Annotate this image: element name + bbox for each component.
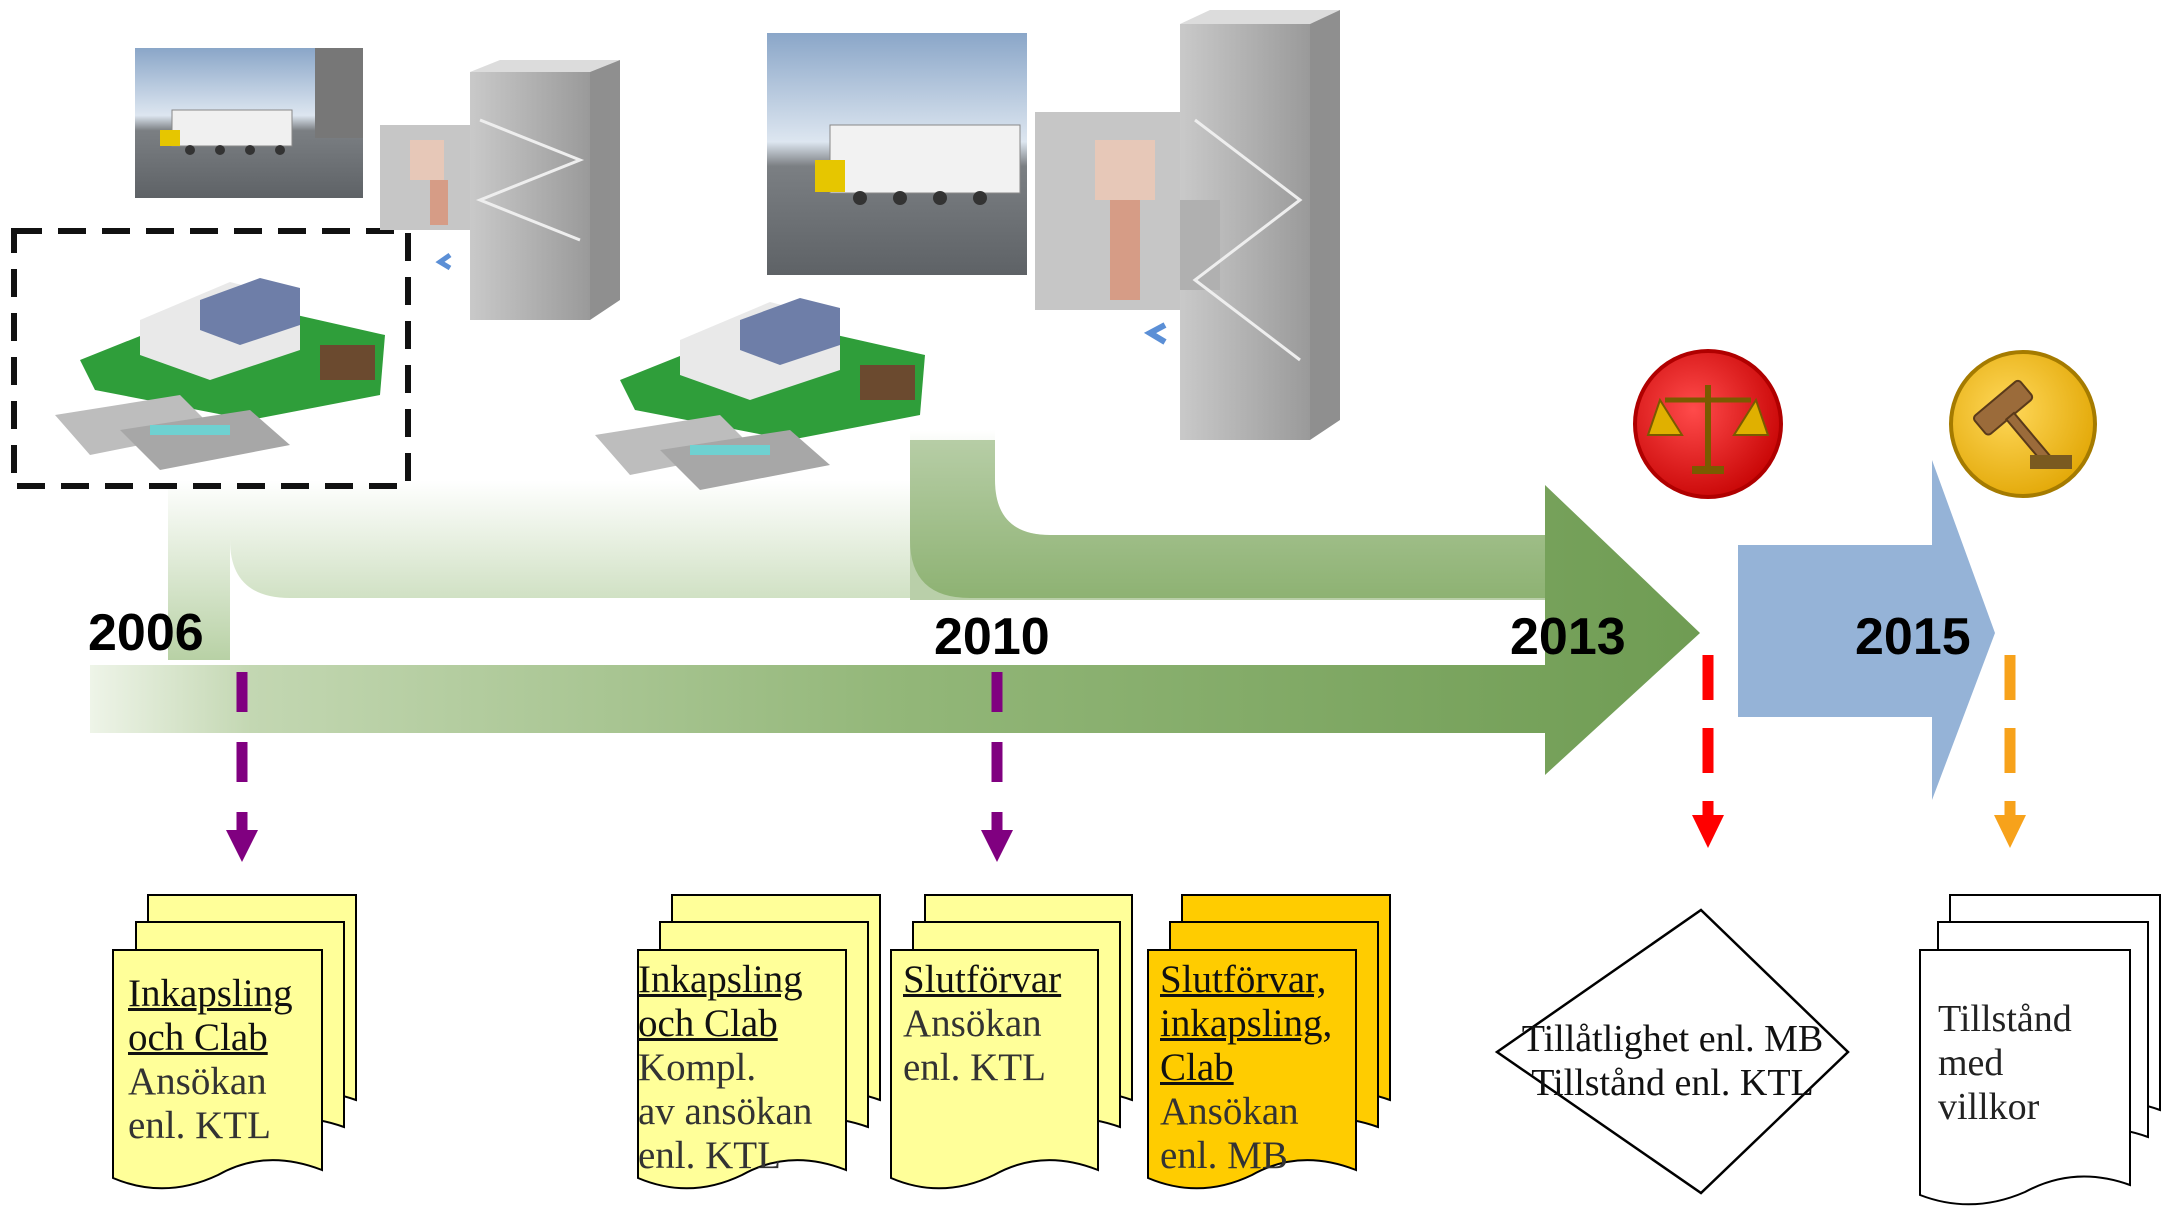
document-stack-2 — [637, 894, 881, 1190]
document-4-body-line-2: enl. MB — [1160, 1134, 1288, 1177]
repository-cutaway-large — [1035, 10, 1340, 440]
document-1-title-line-1: Inkapsling — [128, 972, 293, 1015]
facility-model-2006 — [55, 278, 385, 470]
decision-line-2: Tillstånd enl. KTL — [1531, 1062, 1814, 1104]
document-3-body-line-1: Ansökan — [903, 1002, 1042, 1045]
transport-photo-large — [767, 33, 1027, 275]
decision-text: Tillåtlighet enl. MB Tillstånd enl. KTL — [1500, 1017, 1845, 1105]
connector-2010 — [981, 672, 1013, 862]
document-stack-1 — [112, 894, 357, 1190]
document-1-title-line-2: och Clab — [128, 1016, 268, 1059]
timeline-arrow — [90, 430, 1700, 775]
transport-photo-small — [135, 48, 363, 198]
document-3-text: Slutförvar Ansökan enl. KTL — [903, 958, 1061, 1090]
blue-arrow — [1738, 460, 1995, 800]
document-2-body-line-1: Kompl. — [638, 1046, 757, 1089]
green-arrow-upper-ramp — [910, 440, 1545, 600]
repository-cutaway-small — [380, 60, 620, 320]
permit-line-2: med — [1938, 1042, 2004, 1084]
document-2-body-line-2: av ansökan — [638, 1090, 813, 1133]
permit-line-3: villkor — [1938, 1086, 2040, 1128]
document-stack-4 — [1147, 894, 1391, 1190]
document-2-text: Inkapsling och Clab Kompl. av ansökan en… — [638, 958, 812, 1178]
feeder-2006 — [168, 480, 910, 660]
document-4-title-line-1: Slutförvar, — [1160, 958, 1327, 1001]
document-1-body-line-2: enl. KTL — [128, 1104, 271, 1147]
document-stack-permit — [1919, 894, 2161, 1206]
document-4-title-line-3: Clab — [1160, 1046, 1234, 1089]
document-3-title-line-1: Slutförvar — [903, 958, 1062, 1001]
year-label-2013: 2013 — [1510, 608, 1626, 666]
document-2-title-line-1: Inkapsling — [638, 958, 803, 1001]
document-stack-3 — [890, 894, 1133, 1190]
permit-text: Tillstånd med villkor — [1938, 997, 2072, 1129]
document-2-title-line-2: och Clab — [638, 1002, 778, 1045]
connector-2006 — [226, 672, 258, 862]
facility-model-2010 — [595, 298, 925, 490]
permit-line-1: Tillstånd — [1938, 998, 2072, 1040]
decision-diamond — [1494, 908, 1850, 1195]
gavel-icon — [1949, 350, 2097, 498]
main-green-arrow — [90, 485, 1700, 775]
selection-box-2006 — [11, 228, 411, 489]
document-3-body-line-2: enl. KTL — [903, 1046, 1046, 1089]
connector-2015 — [1994, 655, 2026, 848]
document-4-body-line-1: Ansökan — [1160, 1090, 1299, 1133]
year-label-2006: 2006 — [88, 604, 204, 662]
document-4-title-line-2: inkapsling, — [1160, 1002, 1333, 1045]
document-1-text: Inkapsling och Clab Ansökan enl. KTL — [128, 972, 293, 1148]
document-4-text: Slutförvar, inkapsling, Clab Ansökan enl… — [1160, 958, 1332, 1178]
connector-2013 — [1692, 655, 1724, 848]
document-1-body-line-1: Ansökan — [128, 1060, 267, 1103]
year-label-2015: 2015 — [1855, 608, 1971, 666]
document-2-body-line-3: enl. KTL — [638, 1134, 781, 1177]
year-label-2010: 2010 — [934, 608, 1050, 666]
decision-line-1: Tillåtlighet enl. MB — [1521, 1018, 1824, 1060]
scales-icon — [1633, 349, 1783, 499]
